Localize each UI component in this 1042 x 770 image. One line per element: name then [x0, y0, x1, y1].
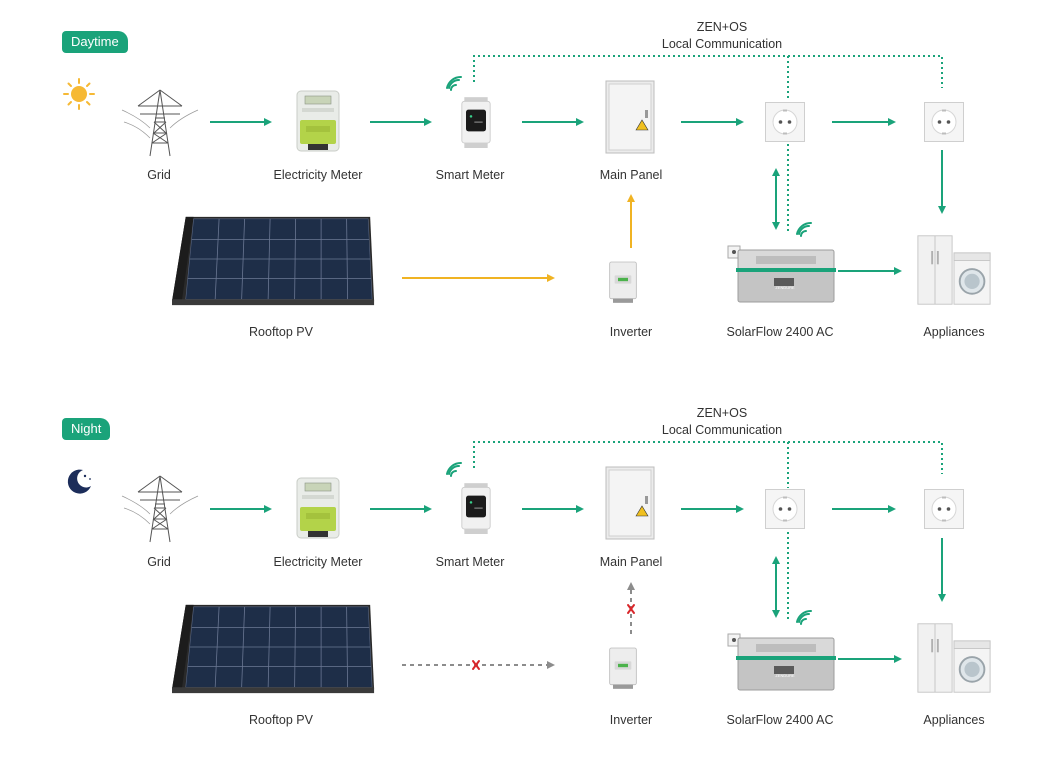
- label-inverter: Inverter: [609, 713, 653, 727]
- zen-os-subtitle: Local Communication: [661, 37, 783, 51]
- label-main-panel: Main Panel: [599, 555, 663, 569]
- wifi-icon: [446, 461, 462, 477]
- label-rooftop-pv: Rooftop PV: [249, 325, 313, 339]
- electricity-meter: [296, 477, 340, 539]
- socket: [765, 102, 805, 142]
- smart-meter-device: [461, 96, 491, 149]
- zen-os-label: ZEN+OS Local Communication: [662, 405, 782, 439]
- rooftop-pv: [172, 216, 375, 306]
- inverter-device: [609, 647, 637, 690]
- blocked-x-icon: [472, 660, 480, 670]
- daytime-section: Daytime ZEN+OS Local Communication: [0, 0, 1042, 382]
- inverter-device: [609, 261, 637, 304]
- main-panel-device: [605, 80, 655, 154]
- grid-pylon: [121, 89, 199, 157]
- section-badge: Night: [62, 418, 111, 440]
- socket: [765, 489, 805, 529]
- zen-os-subtitle: Local Communication: [661, 423, 783, 437]
- main-panel-device: [605, 466, 655, 540]
- zen-os-label: ZEN+OS Local Communication: [662, 19, 782, 53]
- label-grid: Grid: [147, 168, 171, 182]
- smart-meter-device: [461, 482, 491, 535]
- socket: [924, 102, 964, 142]
- label-rooftop-pv: Rooftop PV: [249, 713, 313, 727]
- label-smart-meter: Smart Meter: [435, 555, 505, 569]
- night-section: Night ZEN+OS Local Communication: [0, 388, 1042, 770]
- solarflow-brand: ZENDURE: [775, 285, 795, 290]
- local-comm-line: [473, 441, 943, 620]
- label-appliances: Appliances: [923, 713, 985, 727]
- label-appliances: Appliances: [923, 325, 985, 339]
- label-solarflow: SolarFlow 2400 AC: [726, 325, 834, 339]
- label-solarflow: SolarFlow 2400 AC: [726, 713, 834, 727]
- label-main-panel: Main Panel: [599, 168, 663, 182]
- zen-os-title: ZEN+OS: [696, 20, 748, 34]
- flow-lines: ZENDURE: [63, 55, 992, 306]
- appliances-device: [916, 234, 992, 306]
- grid-pylon: [121, 475, 199, 543]
- appliances-device: [916, 622, 992, 694]
- label-grid: Grid: [147, 555, 171, 569]
- flow-lines: ZENDURE: [67, 441, 992, 694]
- label-inverter: Inverter: [609, 325, 653, 339]
- label-electricity-meter: Electricity Meter: [273, 168, 363, 182]
- socket: [924, 489, 964, 529]
- label-electricity-meter: Electricity Meter: [273, 555, 363, 569]
- solarflow-device: [727, 633, 836, 691]
- moon-icon: [67, 469, 91, 494]
- solarflow-device: [727, 245, 836, 303]
- rooftop-pv: [172, 604, 375, 694]
- wifi-icon: [446, 75, 462, 91]
- wifi-icon: [796, 609, 812, 625]
- label-smart-meter: Smart Meter: [435, 168, 505, 182]
- blocked-x-icon: [627, 604, 635, 614]
- wifi-icon: [796, 221, 812, 237]
- sun-icon: [63, 78, 95, 110]
- zen-os-title: ZEN+OS: [696, 406, 748, 420]
- section-badge: Daytime: [62, 31, 128, 53]
- local-comm-line: [473, 55, 943, 232]
- electricity-meter: [296, 90, 340, 152]
- solarflow-brand: ZENDURE: [775, 673, 795, 678]
